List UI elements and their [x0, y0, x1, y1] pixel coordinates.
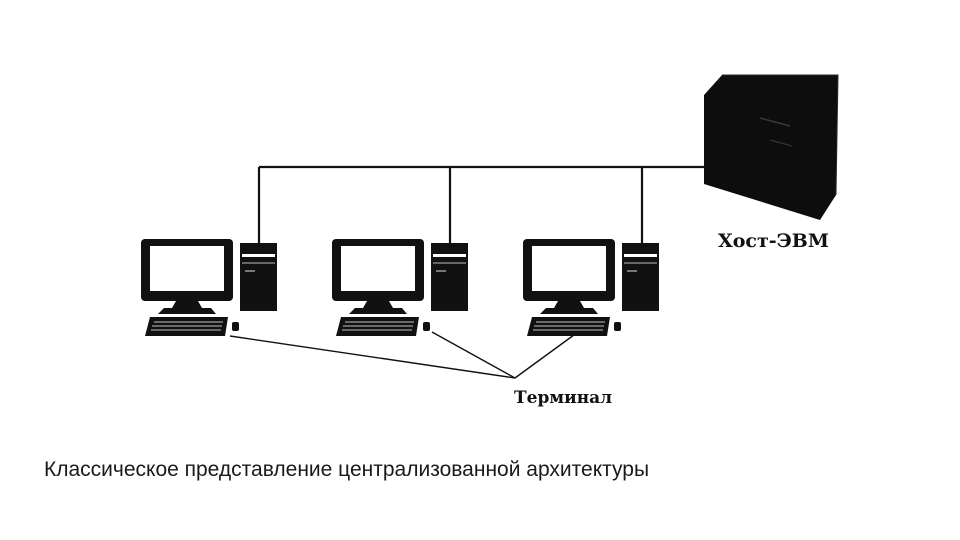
- desktop-computer-icon: [332, 239, 468, 336]
- terminal-2: [332, 239, 468, 336]
- terminal-label: Терминал: [514, 388, 613, 408]
- desktop-computer-icon: [523, 239, 659, 336]
- terminal-1: [141, 239, 277, 336]
- host-label: Хост-ЭВМ: [718, 230, 829, 252]
- terminal-callout-lines: [229, 331, 579, 379]
- network-bus: [257, 165, 708, 244]
- mainframe-cabinet-icon: [704, 74, 839, 220]
- slide-caption: Классическое представление централизован…: [44, 458, 650, 481]
- desktop-computer-icon: [141, 239, 277, 336]
- terminal-3: [523, 239, 659, 336]
